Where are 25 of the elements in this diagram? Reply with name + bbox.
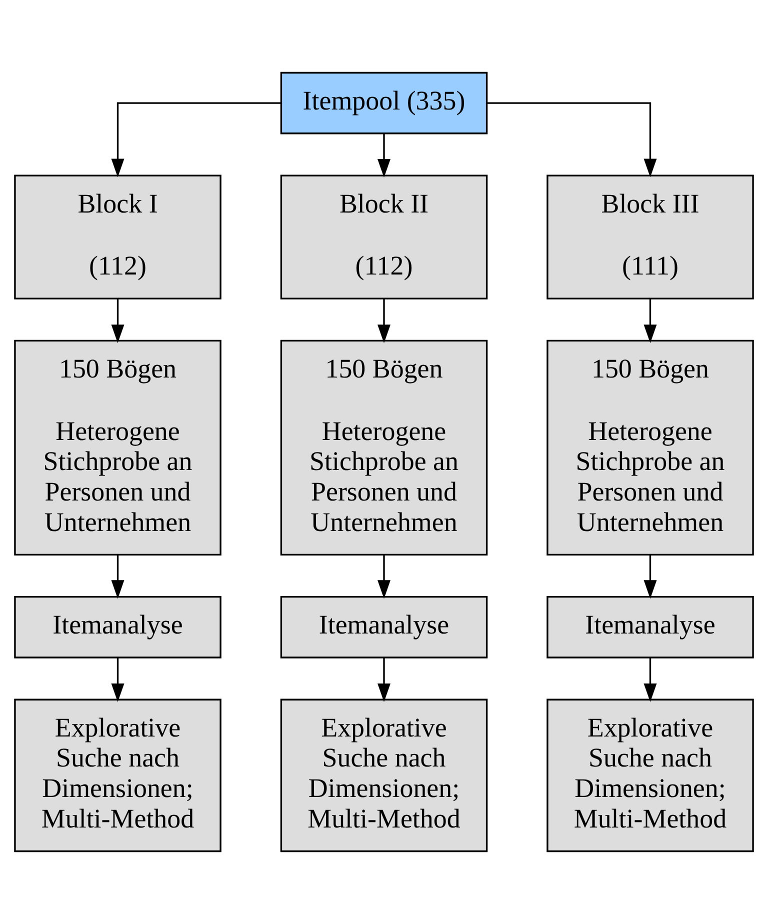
arrow (378, 657, 390, 702)
arrow (378, 132, 390, 178)
arrow (644, 554, 657, 598)
node-box: Itemanalyse (280, 595, 488, 658)
node-box: Block I (112) (14, 174, 222, 299)
node-box: Itempool (335) (280, 71, 488, 134)
node-box: 150 Bögen Heterogene Stichprobe an Personen und Unternehmen (280, 339, 488, 556)
arrow (111, 102, 282, 177)
node-box: Explorative Suche nach Dimensionen; Multi-Method (280, 698, 488, 852)
arrow (644, 657, 657, 702)
arrow (378, 554, 390, 598)
arrow (111, 298, 124, 343)
arrow (111, 554, 124, 598)
node-box: Block III (111) (546, 174, 754, 299)
node-box: 150 Bögen Heterogene Stichprobe an Personen und Unternehmen (14, 339, 222, 556)
arrow (486, 102, 657, 177)
node-box: 150 Bögen Heterogene Stichprobe an Personen und Unternehmen (546, 339, 754, 556)
arrow (378, 298, 390, 343)
node-box: Block II (112) (280, 174, 488, 299)
arrow (111, 657, 124, 702)
node-box: Explorative Suche nach Dimensionen; Multi-Method (14, 698, 222, 852)
node-box: Itemanalyse (546, 595, 754, 658)
arrow (644, 298, 657, 343)
node-box: Itemanalyse (14, 595, 222, 658)
node-box: Explorative Suche nach Dimensionen; Multi-Method (546, 698, 754, 852)
